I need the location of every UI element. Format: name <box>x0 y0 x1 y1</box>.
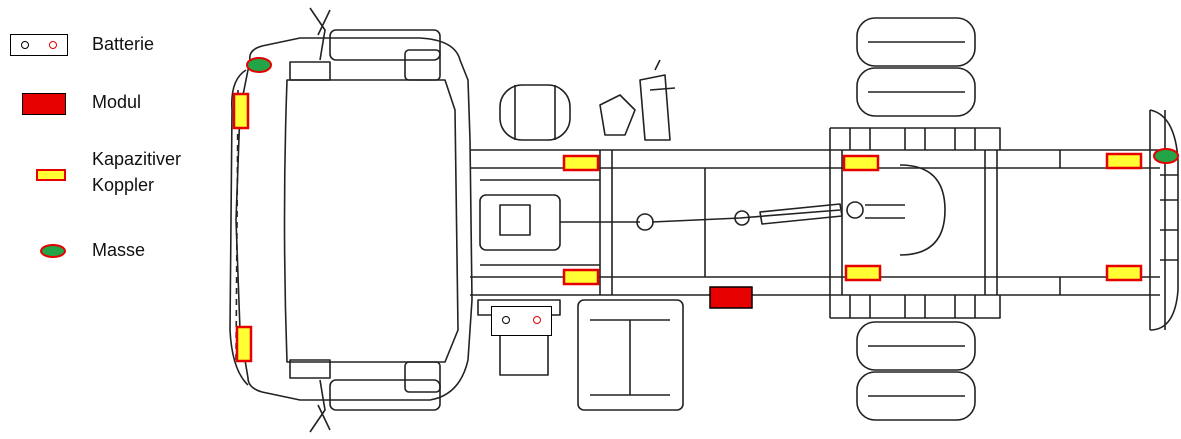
spring-hangers-top <box>849 128 976 150</box>
coupler-frame-top-3 <box>1105 152 1143 170</box>
engine-detail <box>499 204 531 236</box>
positive-terminal-icon <box>533 316 541 324</box>
coupler-frame-top-1 <box>562 154 600 172</box>
coupler-frame-top-2 <box>842 154 880 172</box>
steering-detail <box>649 59 676 91</box>
air-tank-straps <box>514 85 556 140</box>
legend-label-battery: Batterie <box>92 34 155 54</box>
rear-wheel-top-outer <box>856 17 976 67</box>
legend-item-ground: Masse <box>0 238 200 264</box>
fuel-tank <box>577 299 684 411</box>
rear-wheel-bottom-inner <box>856 321 976 371</box>
cab-window-top <box>404 49 441 81</box>
ground-symbol-icon <box>40 244 66 258</box>
battery-box-body <box>499 334 549 376</box>
legend-label-module: Modul <box>92 92 142 112</box>
legend-label-coupler-line2: Koppler <box>92 175 155 195</box>
cab-inner-panel <box>283 79 459 363</box>
drive-shaft-tube <box>759 203 843 225</box>
cab-front-grille <box>235 89 239 361</box>
fuel-tank-details <box>590 319 670 396</box>
cab-step-top <box>289 61 331 81</box>
cab-roof-bottom <box>329 379 441 411</box>
rear-wheel-bottom-outer <box>856 371 976 421</box>
wheel-tread-top <box>868 41 965 93</box>
positive-terminal-icon <box>49 41 57 49</box>
air-filter <box>599 94 636 136</box>
engine-mounts <box>480 179 600 266</box>
battery-mount <box>477 299 561 316</box>
ground-marker-cab <box>246 57 272 73</box>
legend-item-coupler: Kapazitiver Koppler <box>0 147 220 201</box>
mirror-bottom <box>309 379 331 433</box>
legend-label-ground: Masse <box>92 240 146 260</box>
spring-top <box>829 127 1001 150</box>
cross-member-rear <box>1149 110 1166 330</box>
cab-front-bumper <box>229 69 249 386</box>
u-joint-2 <box>734 210 750 226</box>
rear-wheel-top-inner <box>856 67 976 117</box>
battery-marker <box>491 306 552 336</box>
rear-lights <box>1160 174 1178 261</box>
cross-member-4 <box>984 150 998 295</box>
engine-block <box>479 194 561 251</box>
ground-marker-rear <box>1153 148 1179 164</box>
cab-window-bottom <box>404 361 441 393</box>
spring-bottom <box>829 295 1001 319</box>
coupler-frame-bottom-2 <box>844 264 882 282</box>
cross-member-3 <box>829 150 843 295</box>
legend-item-battery: Batterie <box>0 32 200 58</box>
air-tank <box>499 84 571 141</box>
legend-item-module: Modul <box>0 90 200 116</box>
drive-shaft <box>651 209 841 223</box>
battery-symbol-icon <box>10 34 68 56</box>
rear-differential <box>899 164 946 256</box>
coupler-frame-bottom-3 <box>1105 264 1143 282</box>
u-joint-3 <box>846 201 864 219</box>
negative-terminal-icon <box>502 316 510 324</box>
module-symbol-icon <box>22 93 66 115</box>
legend: Batterie Modul Kapazitiver Koppler Masse <box>0 0 230 300</box>
mirror-top <box>309 7 331 61</box>
module-marker <box>709 286 753 309</box>
legend-label-coupler-line1: Kapazitiver <box>92 149 182 169</box>
wheel-tread-bottom <box>868 345 965 397</box>
spring-hangers-bottom <box>849 295 976 318</box>
coupler-symbol-icon <box>36 169 66 181</box>
negative-terminal-icon <box>21 41 29 49</box>
axle-input <box>865 204 905 219</box>
coupler-frame-bottom-1 <box>562 268 600 286</box>
steering-box <box>639 74 671 141</box>
coupler-cab-upper <box>232 92 250 130</box>
cab-step-bottom <box>289 359 331 379</box>
cab-roof-top <box>329 29 441 61</box>
coupler-cab-lower <box>235 325 253 363</box>
cab-outline <box>235 37 473 401</box>
rear-bumper <box>1149 109 1179 331</box>
